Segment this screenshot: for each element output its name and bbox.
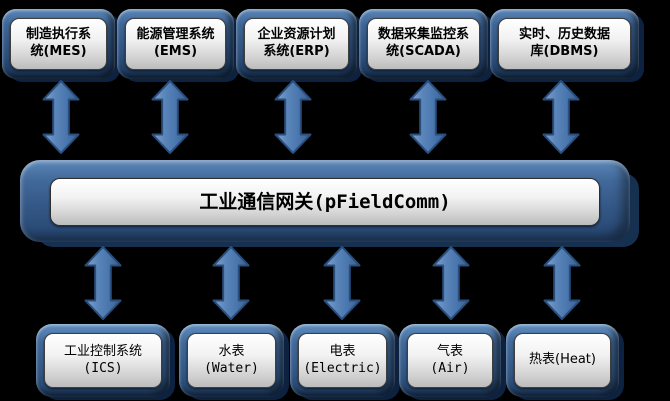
node-erp-label: 企业资源计划 系统(ERP) (244, 18, 349, 70)
node-ics-label: 工业控制系统 (ICS) (44, 333, 162, 388)
node-water-meter: 水表 (Water) (179, 324, 284, 397)
label-line: 气表 (436, 343, 463, 359)
bidirectional-arrow-icon (212, 246, 250, 320)
label-line: 实时、历史数据 (518, 27, 610, 43)
node-ics: 工业控制系统 (ICS) (36, 324, 170, 397)
label-line: 工业控制系统 (63, 343, 142, 359)
bidirectional-arrow-icon (409, 80, 447, 154)
label-line: 统(SCADA) (386, 44, 461, 59)
node-mes-label: 制造执行系 统(MES) (10, 18, 107, 70)
bidirectional-arrow-icon (432, 246, 470, 320)
label-line: (Air) (430, 360, 470, 376)
node-water-meter-label: 水表 (Water) (187, 333, 276, 388)
label-line: (ICS) (83, 360, 123, 376)
bidirectional-arrow-icon (323, 246, 361, 320)
node-electric-meter: 电表 (Electric) (290, 324, 395, 397)
label-line: 能源管理系统 (136, 27, 215, 43)
label-line: 系统(ERP) (263, 44, 330, 59)
gateway-bar: 工业通信网关(pFieldComm) (20, 160, 630, 242)
node-ems: 能源管理系统 (EMS) (117, 9, 234, 79)
node-heat-meter-label: 热表(Heat) (514, 333, 611, 388)
node-scada-label: 数据采集监控系 统(SCADA) (367, 18, 480, 70)
label-line: 电表 (329, 343, 356, 359)
bidirectional-arrow-icon (274, 80, 312, 154)
label-line: (Electric) (303, 360, 382, 376)
bidirectional-arrow-icon (543, 246, 581, 320)
label-line: 水表 (218, 343, 245, 359)
gateway-title-en: (pFieldComm) (313, 190, 451, 213)
node-dbms-label: 实时、历史数据 库(DBMS) (498, 18, 631, 70)
node-heat-meter: 热表(Heat) (506, 324, 619, 397)
label-line: 统(MES) (30, 44, 87, 59)
node-mes: 制造执行系 统(MES) (2, 9, 115, 79)
label-line: 企业资源计划 (257, 27, 336, 43)
node-electric-meter-label: 电表 (Electric) (298, 333, 387, 388)
node-gas-meter-label: 气表 (Air) (407, 333, 493, 388)
bidirectional-arrow-icon (42, 80, 80, 154)
bidirectional-arrow-icon (542, 80, 580, 154)
label-line: 库(DBMS) (530, 44, 599, 59)
node-scada: 数据采集监控系 统(SCADA) (359, 9, 488, 79)
gateway-title-zh: 工业通信网关 (199, 190, 314, 213)
label-line: 数据采集监控系 (377, 27, 469, 43)
node-ems-label: 能源管理系统 (EMS) (125, 18, 226, 70)
node-dbms: 实时、历史数据 库(DBMS) (490, 9, 639, 79)
gateway-title: 工业通信网关(pFieldComm) (50, 178, 600, 226)
label-line: (EMS) (153, 44, 198, 59)
label-line: 热表(Heat) (529, 352, 596, 368)
label-line: (Water) (204, 360, 259, 376)
bidirectional-arrow-icon (84, 246, 122, 320)
label-line: 制造执行系 (25, 27, 91, 43)
bidirectional-arrow-icon (151, 80, 189, 154)
node-erp: 企业资源计划 系统(ERP) (236, 9, 357, 79)
node-gas-meter: 气表 (Air) (399, 324, 501, 397)
